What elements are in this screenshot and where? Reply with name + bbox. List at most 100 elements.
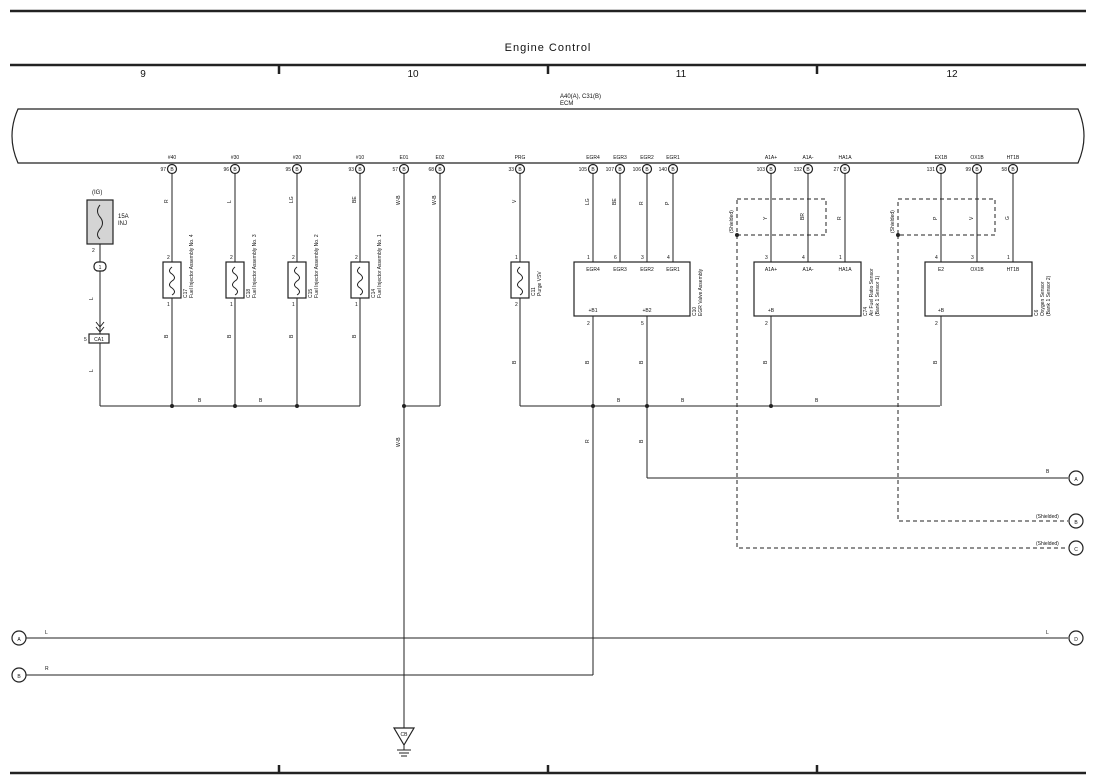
pin-connector-icon xyxy=(614,163,626,175)
injector-name: Fuel Injector Assembly No. 4 xyxy=(189,234,195,298)
svg-text:C: C xyxy=(1074,547,1078,553)
ecm-pin-conn: B xyxy=(843,167,847,173)
connector-a-right: A xyxy=(1068,470,1084,486)
af-shield-label: (Shielded) xyxy=(729,210,735,233)
injector-pin-top: 2 xyxy=(355,255,358,261)
ecm-pin-number: 107 xyxy=(606,167,615,173)
fuse-block xyxy=(86,199,114,245)
ecm-pin-conn: B xyxy=(618,167,622,173)
wire-color-a1ap: Y xyxy=(763,216,769,220)
ecm-pin-number: 97 xyxy=(160,167,166,173)
shield-label-b: (Shielded) xyxy=(1036,514,1059,520)
af-label-a1am: A1A- xyxy=(802,267,813,273)
pin-connector-icon xyxy=(354,163,366,175)
ecm-block xyxy=(11,108,1085,164)
pin-connector-icon xyxy=(229,163,241,175)
wire-color-l-left: L xyxy=(45,630,48,636)
ecm-pin-name: A1A- xyxy=(802,155,813,161)
connector-c-right: C xyxy=(1068,540,1084,556)
af-name: Air Fuel Ratio Sensor xyxy=(869,268,875,316)
wire-color-b-bus2: B xyxy=(259,398,263,404)
ecm-pin-number: 33 xyxy=(508,167,514,173)
pin-connector-icon xyxy=(166,163,178,175)
fuse-amp: 15A xyxy=(118,214,129,220)
ecm-pin-name: EX1B xyxy=(935,155,948,161)
wire-color-b-a: B xyxy=(1046,469,1050,475)
ground-label: CB xyxy=(401,732,409,738)
o2-shield-drain xyxy=(897,235,1068,522)
column-number-10: 10 xyxy=(407,69,419,80)
wire-color: R xyxy=(164,199,170,203)
injector-name: Fuel Injector Assembly No. 2 xyxy=(314,234,320,298)
wire-color-r-left: R xyxy=(45,666,49,672)
af-sub: (Bank 1 Sensor 1) xyxy=(875,275,881,316)
wire-color-b-o2: B xyxy=(933,360,939,364)
o2-code: C6 xyxy=(1034,309,1040,316)
egr-pin-6: 6 xyxy=(614,255,617,261)
o2-pin-2: 2 xyxy=(935,321,938,327)
wire-color-b-af: B xyxy=(763,360,769,364)
fuse-name: INJ xyxy=(118,221,127,227)
injector-code: C18 xyxy=(246,289,252,298)
ecm-pin-number: 105 xyxy=(579,167,588,173)
injector-code: C17 xyxy=(183,289,189,298)
ecm-pin-name: E02 xyxy=(436,155,445,161)
wire-color-e02: W-B xyxy=(432,195,438,205)
wire-color: L xyxy=(227,200,233,203)
vsv-pin-bot: 2 xyxy=(515,302,518,308)
column-number-9: 9 xyxy=(140,69,146,80)
egr-code: C10 xyxy=(692,307,698,316)
fuse-connector-num: 1 xyxy=(99,265,102,271)
wire-color-b: B xyxy=(164,334,170,338)
connector-ca1 xyxy=(88,333,110,344)
pin-connector-icon xyxy=(398,163,410,175)
pin-connector-icon xyxy=(514,163,526,175)
wire-color-b-egr1: B xyxy=(585,360,591,364)
wire-color-ex1b: P xyxy=(933,216,939,220)
injector-pin-bot: 1 xyxy=(292,302,295,308)
ecm-pin-name: #30 xyxy=(231,155,240,161)
af-pin-4: 4 xyxy=(802,255,805,261)
injector-pin-top: 2 xyxy=(230,255,233,261)
af-code: C74 xyxy=(863,307,869,316)
junction-arrow-icon xyxy=(95,321,105,333)
ecm-pin-conn: B xyxy=(806,167,810,173)
wire-color: LG xyxy=(289,196,295,203)
svg-text:A: A xyxy=(17,637,21,643)
wire-color-wb-lower: W-B xyxy=(396,437,402,447)
bottom-ticks xyxy=(277,765,819,773)
ecm-pin-conn: B xyxy=(358,167,362,173)
pin-connector-icon xyxy=(291,163,303,175)
egr-pin-4: 4 xyxy=(667,255,670,261)
o2-shield-box xyxy=(897,198,996,236)
svg-text:B: B xyxy=(17,674,21,680)
wire-color-b-vsv: B xyxy=(512,360,518,364)
egr-name: EGR Valve Assembly xyxy=(698,268,704,316)
wire-color-l-1: L xyxy=(89,297,95,300)
ecm-pin-name: #40 xyxy=(168,155,177,161)
ecm-pin-name: PRG xyxy=(515,155,526,161)
coil-icon xyxy=(294,266,300,296)
connector-b-right: B xyxy=(1068,513,1084,529)
pin-connector-icon xyxy=(434,163,446,175)
wire-color-b-egr3: B xyxy=(639,439,645,443)
ground-triangle xyxy=(392,727,416,747)
vsv-name: Purge VSV xyxy=(537,271,543,296)
wire-color-r-egr: R xyxy=(585,439,591,443)
injector-pin-bot: 1 xyxy=(230,302,233,308)
connector-b-left: B xyxy=(11,667,27,683)
ecm-pin-conn: B xyxy=(975,167,979,173)
ecm-pin-conn: B xyxy=(170,167,174,173)
af-sensor-box xyxy=(753,261,862,317)
